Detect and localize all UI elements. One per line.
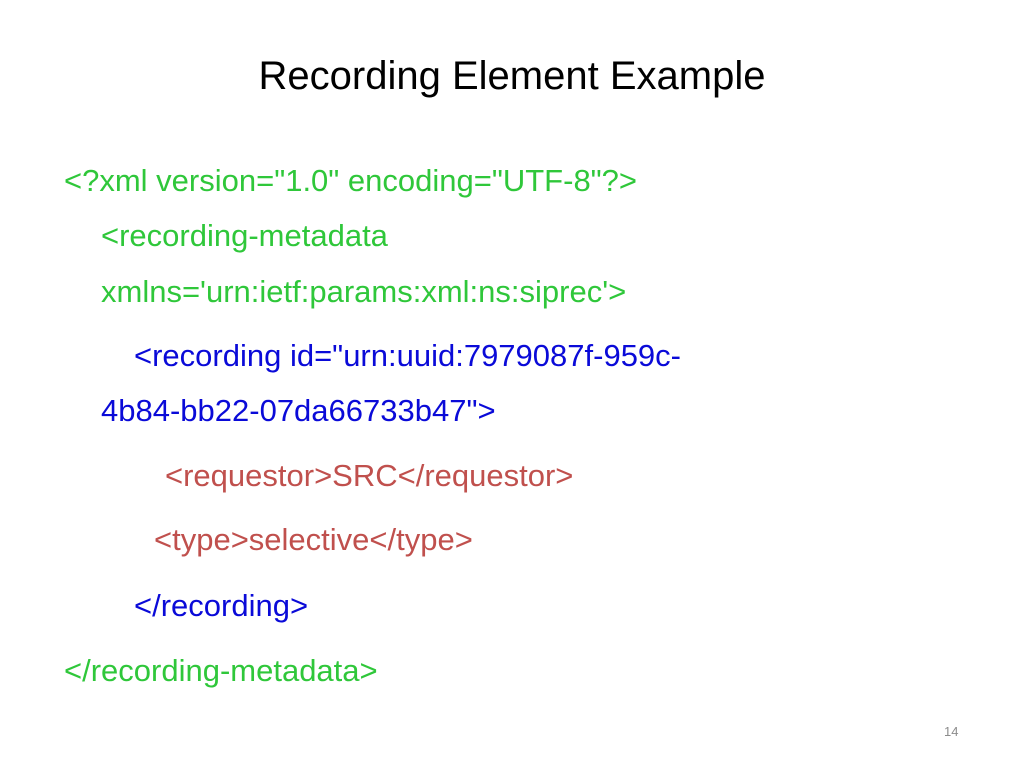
recording-id-continuation-line: 4b84-bb22-07da66733b47"> [101,393,496,428]
recording-open-line: <recording id="urn:uuid:7979087f-959c- [134,338,681,373]
xmlns-line: xmlns='urn:ietf:params:xml:ns:siprec'> [101,274,627,309]
recording-metadata-close-line: </recording-metadata> [64,653,378,688]
slide-title: Recording Element Example [258,54,766,98]
requestor-line: <requestor>SRC</requestor> [165,458,574,493]
xml-declaration-line: <?xml version="1.0" encoding="UTF-8"?> [64,163,638,198]
page-number: 14 [944,724,959,739]
recording-close-line: </recording> [134,588,309,623]
type-line: <type>selective</type> [154,522,473,557]
recording-metadata-open-line: <recording-metadata [101,218,388,253]
